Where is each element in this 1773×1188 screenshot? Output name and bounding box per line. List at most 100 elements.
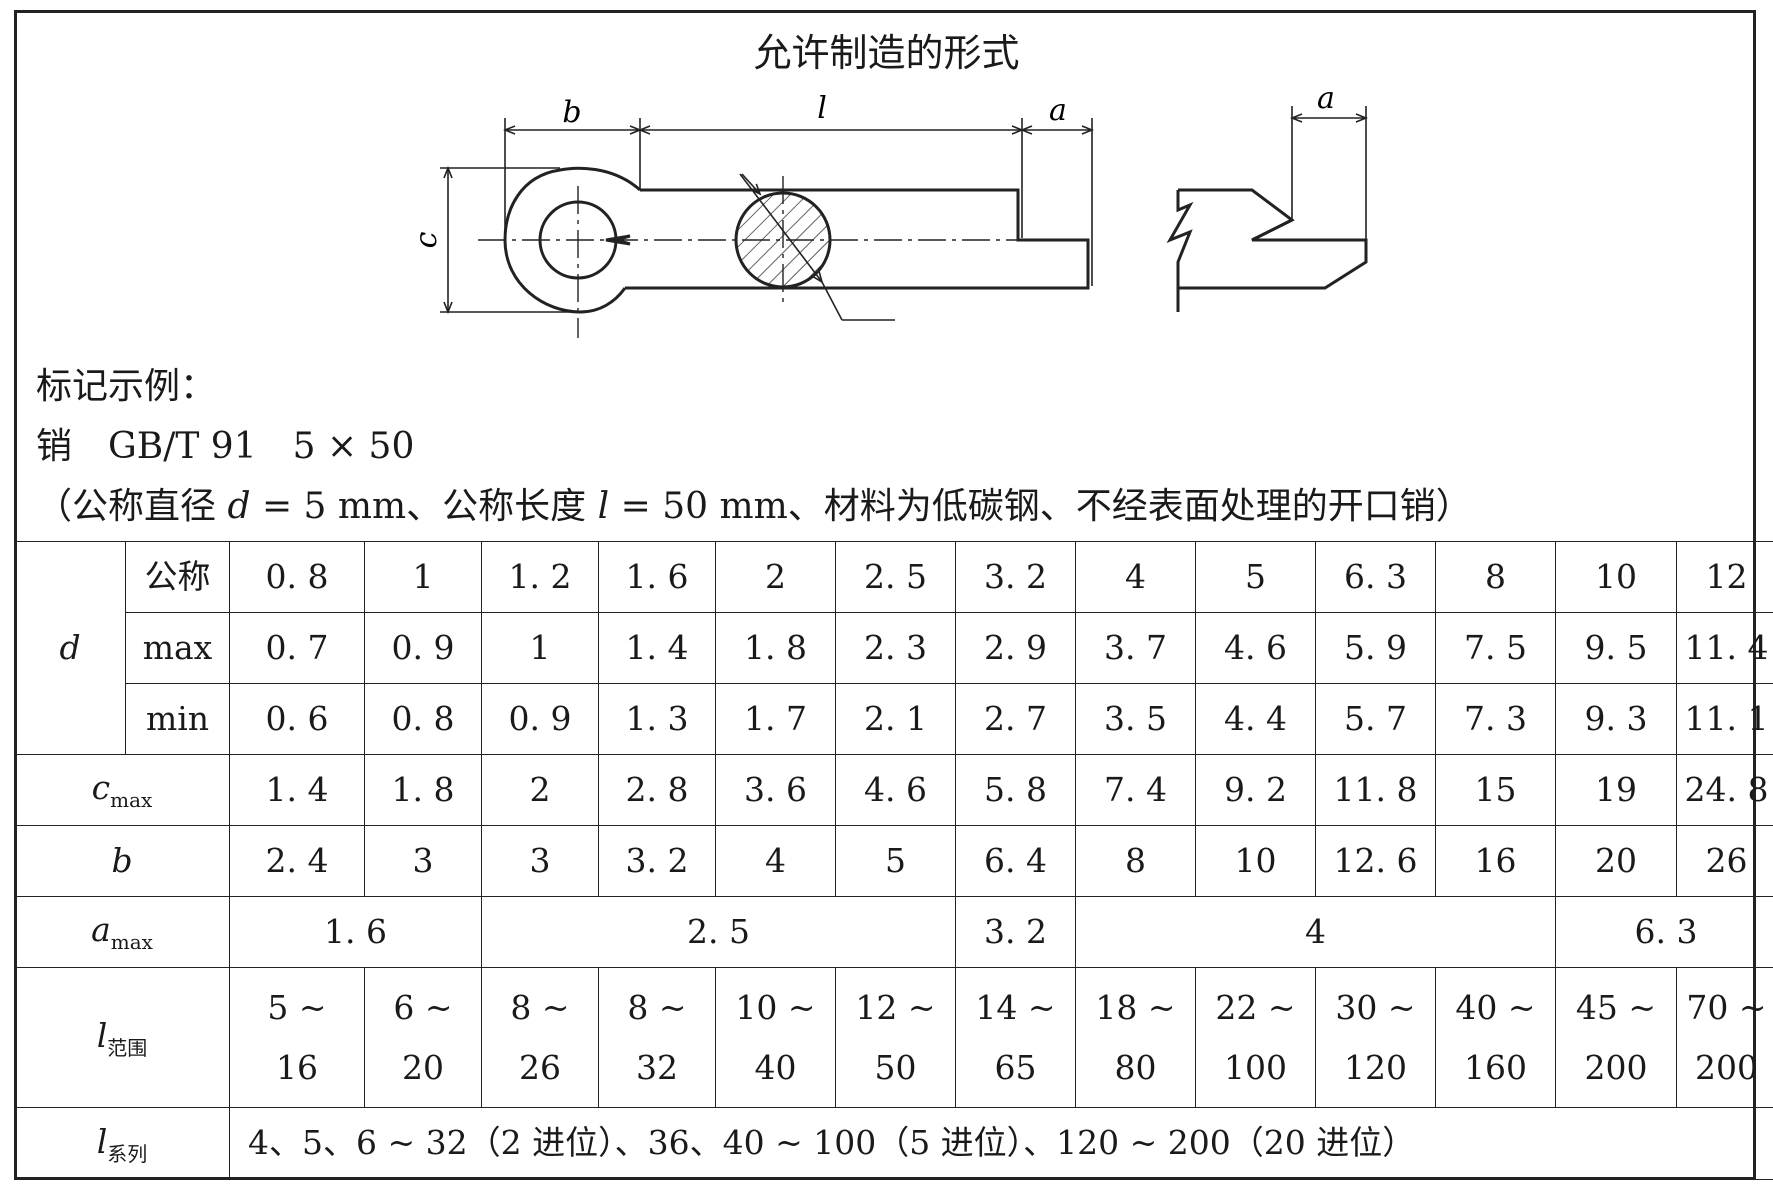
b-cell: 20 [1555,825,1677,897]
l-range-to: 200 [1695,1047,1758,1087]
c-max-cell: 15 [1435,754,1556,826]
l-range-cell: 8 ~32 [598,967,716,1108]
d-min-cell: 2. 1 [835,683,956,755]
d-nominal-cell: 6. 3 [1315,541,1436,613]
l-range-to: 160 [1464,1047,1527,1087]
l-range-cell: 14 ~65 [955,967,1076,1108]
row-a-max: amax 1. 6 2. 5 3. 2 4 6. 3 [14,896,1773,968]
d-min-cell: 1. 7 [715,683,836,755]
d-nominal-cell: 3. 2 [955,541,1076,613]
b-cell: 3 [364,825,482,897]
d-min-cell: 7. 3 [1435,683,1556,755]
d-min-cell: 0. 8 [364,683,482,755]
d-min-cell: 1. 3 [598,683,716,755]
d-max-cell: 4. 6 [1195,612,1316,684]
d-max-cell: 7. 5 [1435,612,1556,684]
b-cell: 4 [715,825,836,897]
l-range-to: 200 [1584,1047,1648,1087]
l-range-label: l范围 [14,967,230,1108]
c-max-label: cmax [14,754,230,826]
l-range-cell: 22 ~100 [1195,967,1316,1108]
l-range-to: 26 [519,1047,561,1087]
l-range-cell: 10 ~40 [715,967,836,1108]
d-max-label: max [125,612,230,684]
b-cell: 26 [1676,825,1773,897]
b-cell: 8 [1075,825,1196,897]
d-max-cell: 9. 5 [1555,612,1677,684]
l-range-from: 45 ~ [1575,987,1657,1027]
d-min-cell: 9. 3 [1555,683,1677,755]
marking-heading: 标记示例： [36,366,217,407]
l-range-from: 70 ~ [1686,987,1767,1027]
d-nominal-label: 公称 [125,541,230,613]
c-max-cell: 7. 4 [1075,754,1196,826]
d-min-cell: 5. 7 [1315,683,1436,755]
l-range-to: 20 [402,1047,444,1087]
d-max-cell: 3. 7 [1075,612,1196,684]
d-nominal-cell: 2. 5 [835,541,956,613]
c-max-cell: 5. 8 [955,754,1076,826]
l-range-to: 120 [1344,1047,1407,1087]
dim-label-b: b [562,95,581,130]
l-range-to: 100 [1224,1047,1287,1087]
tip-detail-view [1166,188,1368,312]
c-max-cell: 19 [1555,754,1677,826]
l-range-to: 80 [1114,1047,1157,1087]
a-max-cell: 6. 3 [1555,896,1773,968]
l-range-from: 18 ~ [1095,987,1176,1027]
d-nominal-cell: 1 [364,541,482,613]
c-max-cell: 1. 4 [229,754,365,826]
l-range-to: 50 [874,1047,917,1087]
section-leaders [739,173,895,321]
d-min-cell: 11. 1 [1676,683,1773,755]
b-cell: 3 [481,825,599,897]
b-cell: 5 [835,825,956,897]
l-range-from: 10 ~ [735,987,816,1027]
d-nominal-cell: 8 [1435,541,1556,613]
dim-label-a-detail: a [1317,81,1335,116]
b-cell: 12. 6 [1315,825,1436,897]
dim-label-c: c [409,231,444,248]
tip-dimension-lines [1292,106,1366,262]
d-max-cell: 0. 7 [229,612,365,684]
d-max-cell: 1. 8 [715,612,836,684]
b-cell: 16 [1435,825,1556,897]
d-min-label: min [125,683,230,755]
dim-label-a: a [1049,93,1067,128]
l-series-value: 4、5、6 ~ 32（2 进位）、36、40 ~ 100（5 进位）、120 ~… [229,1107,1773,1180]
row-l-series: l系列 4、5、6 ~ 32（2 进位）、36、40 ~ 100（5 进位）、1… [14,1107,1773,1180]
a-max-label: amax [14,896,230,968]
d-nominal-cell: 12 [1676,541,1773,613]
l-range-cell: 30 ~120 [1315,967,1436,1108]
l-range-cell: 70 ~ 200 [1676,967,1773,1108]
c-max-cell: 9. 2 [1195,754,1316,826]
a-max-cell: 3. 2 [955,896,1076,968]
b-cell: 2. 4 [229,825,365,897]
d-nominal-cell: 5 [1195,541,1316,613]
d-max-cell: 2. 9 [955,612,1076,684]
d-min-cell: 3. 5 [1075,683,1196,755]
c-max-cell: 2. 8 [598,754,716,826]
c-max-cell: 4. 6 [835,754,956,826]
centerlines [478,176,1040,338]
d-max-cell: 1. 4 [598,612,716,684]
dimension-lines [440,118,1092,312]
l-range-cell: 8 ~26 [481,967,599,1108]
a-max-cell: 2. 5 [481,896,956,968]
d-min-cell: 0. 9 [481,683,599,755]
a-max-cell: 1. 6 [229,896,482,968]
l-range-cell: 40 ~ 160 [1435,967,1556,1108]
l-range-from: 6 ~ [393,987,453,1027]
d-max-cell: 5. 9 [1315,612,1436,684]
b-cell: 10 [1195,825,1316,897]
d-max-cell: 0. 9 [364,612,482,684]
l-range-to: 32 [636,1047,678,1087]
l-range-from: 40 ~ [1455,987,1536,1027]
b-label: b [14,825,230,897]
l-range-to: 16 [276,1047,318,1087]
